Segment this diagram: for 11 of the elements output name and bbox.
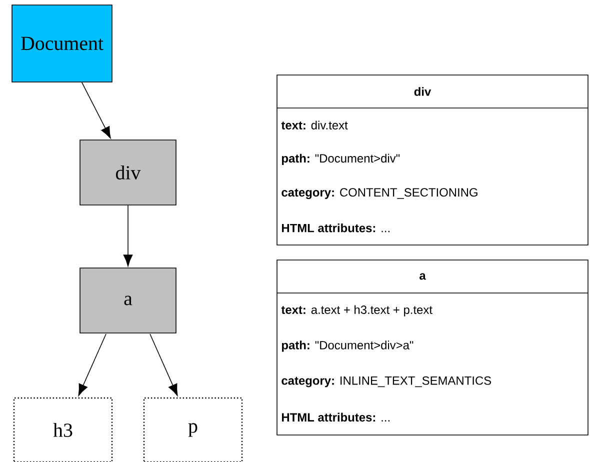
arrow: [150, 334, 178, 396]
process-box: div: [80, 140, 176, 206]
record-table: a text: a.text + h3.text + p.text path: "Document>div>a" category: INLINE_TEXT_SEMANTICS HTML attributes: ...: [276, 260, 588, 436]
process-box: Document: [12, 4, 112, 82]
arrow: [78, 334, 106, 396]
arrow: [82, 82, 111, 139]
element-box: p: [143, 397, 243, 462]
record-table: div text: div.text path: "Document>div" category: CONTENT_SECTIONING HTML attributes: ...: [276, 74, 588, 246]
element-box: h3: [13, 397, 113, 462]
process-box: a: [80, 268, 176, 334]
arrow: [123, 205, 133, 266]
